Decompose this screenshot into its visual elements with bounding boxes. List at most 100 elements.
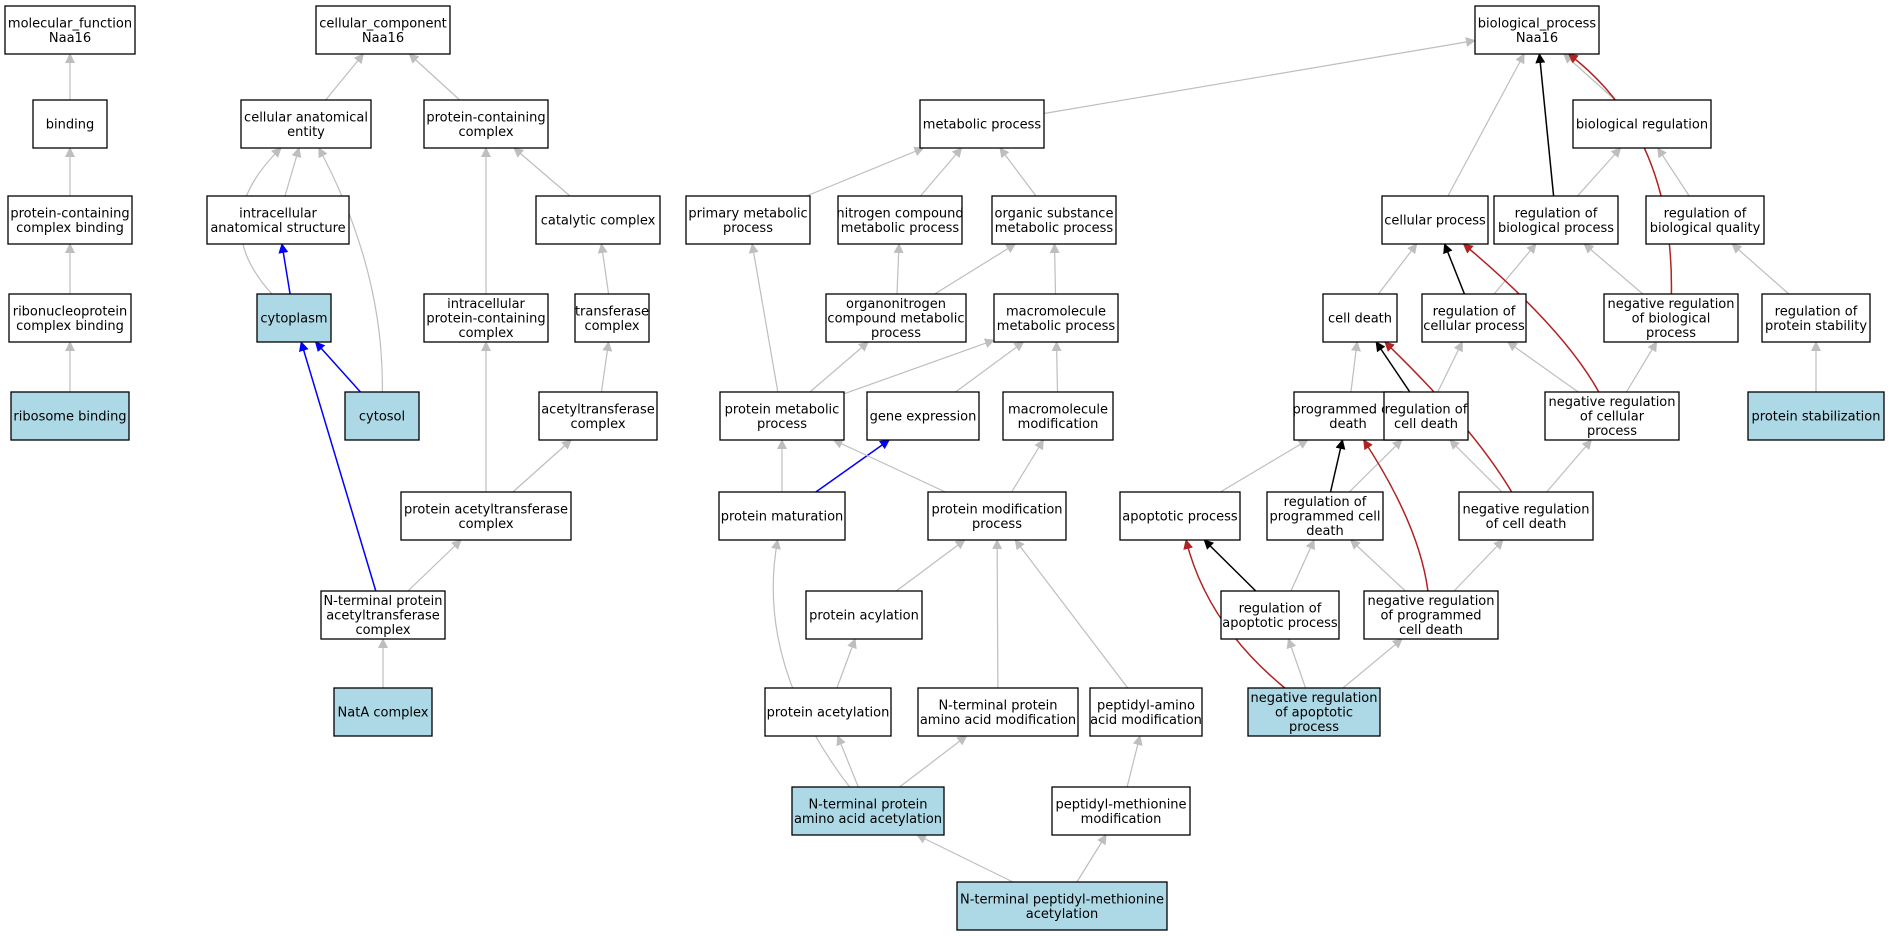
edge-negatively-regulates-negpcd-to-pcd: [1363, 439, 1429, 592]
node-binding[interactable]: binding: [32, 99, 108, 149]
node-label-line: death: [1329, 417, 1367, 432]
node-label-line: metabolic process: [997, 319, 1116, 334]
node-cytosol[interactable]: cytosol: [344, 391, 420, 441]
node-label-line: nitrogen compound: [836, 206, 963, 221]
node-apoptotic-process[interactable]: apoptotic process: [1119, 491, 1241, 541]
edge-layer: [65, 37, 1821, 883]
node-label-line: complex: [458, 517, 513, 532]
node-label-line: of apoptotic: [1275, 706, 1353, 721]
edge-is-a-apop-to-pcd: [1220, 439, 1309, 493]
node-box: [718, 491, 846, 541]
node-label-line: complex: [458, 326, 513, 341]
node-label-line: metabolic process: [995, 221, 1114, 236]
node-metabolic-process[interactable]: metabolic process: [919, 99, 1045, 149]
node-protein-stabilization[interactable]: protein stabilization: [1747, 391, 1885, 441]
node-catalytic-complex[interactable]: catalytic complex: [535, 195, 661, 245]
node-label-line: N-terminal protein: [938, 698, 1057, 713]
node-box: [1603, 293, 1739, 343]
edge-is-a-oncmp-to-ncmp: [893, 243, 904, 295]
node-protein-maturation[interactable]: protein maturation: [718, 491, 846, 541]
node-label-line: anatomical structure: [210, 221, 345, 236]
node-label-line: protein acetylation: [767, 706, 890, 721]
node-label-line: acid modification: [1090, 713, 1202, 728]
node-label-line: cellular process: [1423, 319, 1525, 334]
node-n-terminal-protein-acetyltransferase-complex[interactable]: N-terminal proteinacetyltransferasecompl…: [320, 590, 446, 640]
node-box: [32, 99, 108, 149]
node-ribosome-binding[interactable]: ribosome binding: [10, 391, 130, 441]
node-box: [1761, 293, 1871, 343]
node-cytoplasm[interactable]: cytoplasm: [256, 293, 332, 343]
node-gene-expression[interactable]: gene expression: [866, 391, 980, 441]
node-box: [1493, 195, 1619, 245]
node-protein-acetylation[interactable]: protein acetylation: [764, 687, 892, 737]
edge-regulates-regcp-to-cellp: [1443, 243, 1466, 295]
node-label-line: intracellular: [447, 297, 525, 312]
edge-part-of-cyto-to-ias: [278, 243, 291, 295]
node-nata-complex[interactable]: NatA complex: [333, 687, 433, 737]
node-protein-acylation[interactable]: protein acylation: [805, 590, 923, 640]
edge-is-a-negap-to-negpcd: [1342, 638, 1403, 689]
node-n-terminal-peptidyl-methionine-acetylation[interactable]: N-terminal peptidyl-methionineacetylatio…: [956, 881, 1168, 931]
edge-is-a-negpcd-to-negcd: [1453, 539, 1504, 592]
node-label-line: biological_process: [1478, 16, 1597, 31]
node-box: [1383, 391, 1469, 441]
node-label-line: complex: [584, 319, 639, 334]
node-label-line: metabolic process: [841, 221, 960, 236]
node-cell-death[interactable]: cell death: [1322, 293, 1398, 343]
node-biological-regulation[interactable]: biological regulation: [1572, 99, 1712, 149]
edge-is-a-negcp-to-regcp: [1506, 341, 1579, 393]
edge-is-a-protmp-to-mmp: [843, 338, 995, 395]
node-cellular-process[interactable]: cellular process: [1381, 195, 1489, 245]
node-box: [535, 195, 661, 245]
node-label-line: gene expression: [870, 410, 977, 425]
node-label-line: regulation of: [1775, 304, 1858, 319]
edge-is-a-regcp-to-regbp: [1493, 243, 1537, 295]
node-box: [1002, 391, 1114, 441]
node-box: [315, 5, 451, 55]
node-label-line: organic substance: [995, 206, 1114, 221]
node-box: [1220, 590, 1340, 640]
node-label-line: negative regulation: [1548, 395, 1675, 410]
edge-is-a-protmp-to-oncmp: [809, 341, 869, 393]
node-box: [8, 293, 132, 343]
node-label-line: process: [723, 221, 773, 236]
edge-is-a-ntpma-to-ntpaaa: [916, 834, 1014, 883]
